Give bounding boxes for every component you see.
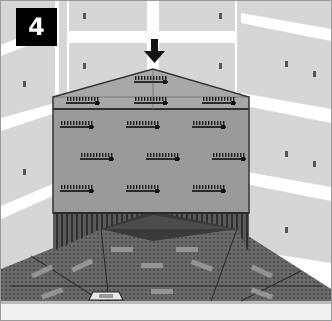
step-number-badge: 4 <box>16 8 57 46</box>
membrane-logo-mark <box>192 185 226 193</box>
membrane-logo-mark <box>80 153 114 161</box>
membrane-logo-mark <box>60 121 94 129</box>
membrane-logo-mark <box>66 97 100 105</box>
membrane-logo-mark <box>202 97 236 105</box>
membrane-logo-mark <box>134 76 168 84</box>
floor-drain-icon <box>89 292 123 300</box>
membrane-logo-mark <box>126 185 160 193</box>
membrane-logo-mark <box>134 97 168 105</box>
membrane-logo-mark <box>60 185 94 193</box>
membrane-logo-mark <box>126 121 160 129</box>
membrane-logo-mark <box>212 153 246 161</box>
membrane-logo-mark <box>192 121 226 129</box>
right-wall <box>237 1 331 263</box>
membrane-logo-mark <box>146 153 180 161</box>
